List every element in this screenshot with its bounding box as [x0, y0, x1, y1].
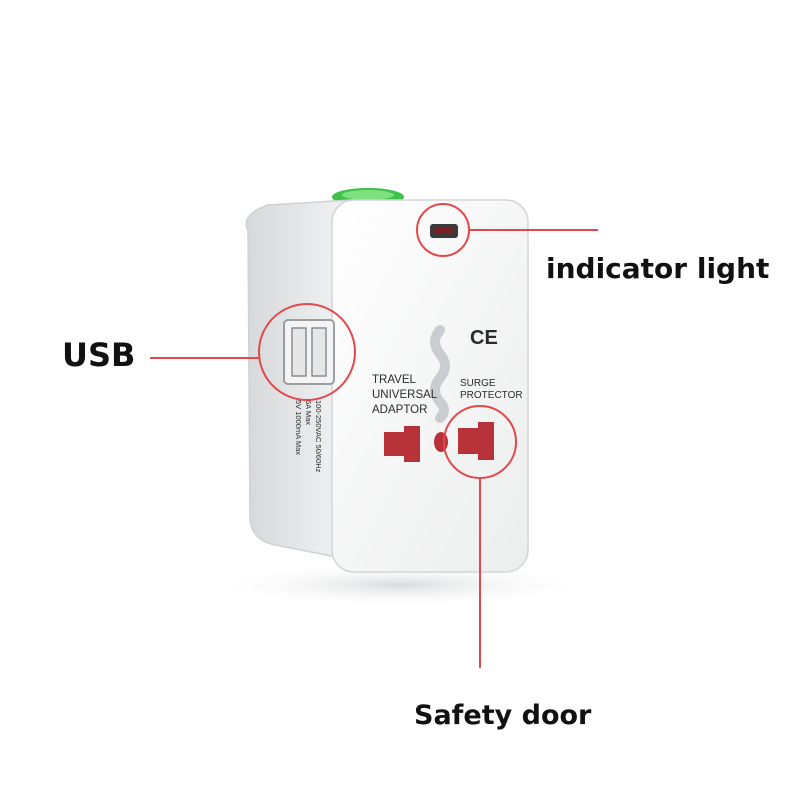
green-button-highlight — [342, 190, 394, 200]
safety-door-label: Safety door — [414, 700, 592, 731]
surge-line-2: PROTECTOR — [460, 390, 523, 401]
front-groove — [430, 325, 450, 423]
outlet-ground-hole — [434, 432, 448, 452]
surge-line-1: SURGE — [460, 378, 496, 389]
side-spec-line-3: 5V 1000mA Max — [294, 400, 303, 455]
side-spec-line-2: 6A Max — [304, 400, 313, 425]
outlet-left-socket — [384, 426, 420, 462]
floor-shadow — [210, 563, 590, 607]
usb-port-2 — [311, 327, 327, 377]
usb-port-1 — [291, 327, 307, 377]
travel-line-3: ADAPTOR — [372, 404, 427, 416]
usb-label: USB — [62, 336, 136, 374]
ce-mark: CE — [470, 327, 498, 349]
usb-callout-circle — [258, 303, 356, 401]
outlet-right-socket — [458, 422, 494, 460]
side-spec-line-1: 100-250VAC 50/60Hz — [314, 400, 323, 473]
indicator-light-label: indicator light — [546, 252, 770, 285]
travel-line-1: TRAVEL — [372, 374, 416, 386]
indicator-light-lens — [434, 228, 454, 234]
adapter-front-face — [331, 199, 529, 573]
travel-line-2: UNIVERSAL — [372, 389, 438, 401]
side-spec-text: 100-250VAC 50/60Hz 6A Max 5V 1000mA Max — [294, 400, 323, 473]
